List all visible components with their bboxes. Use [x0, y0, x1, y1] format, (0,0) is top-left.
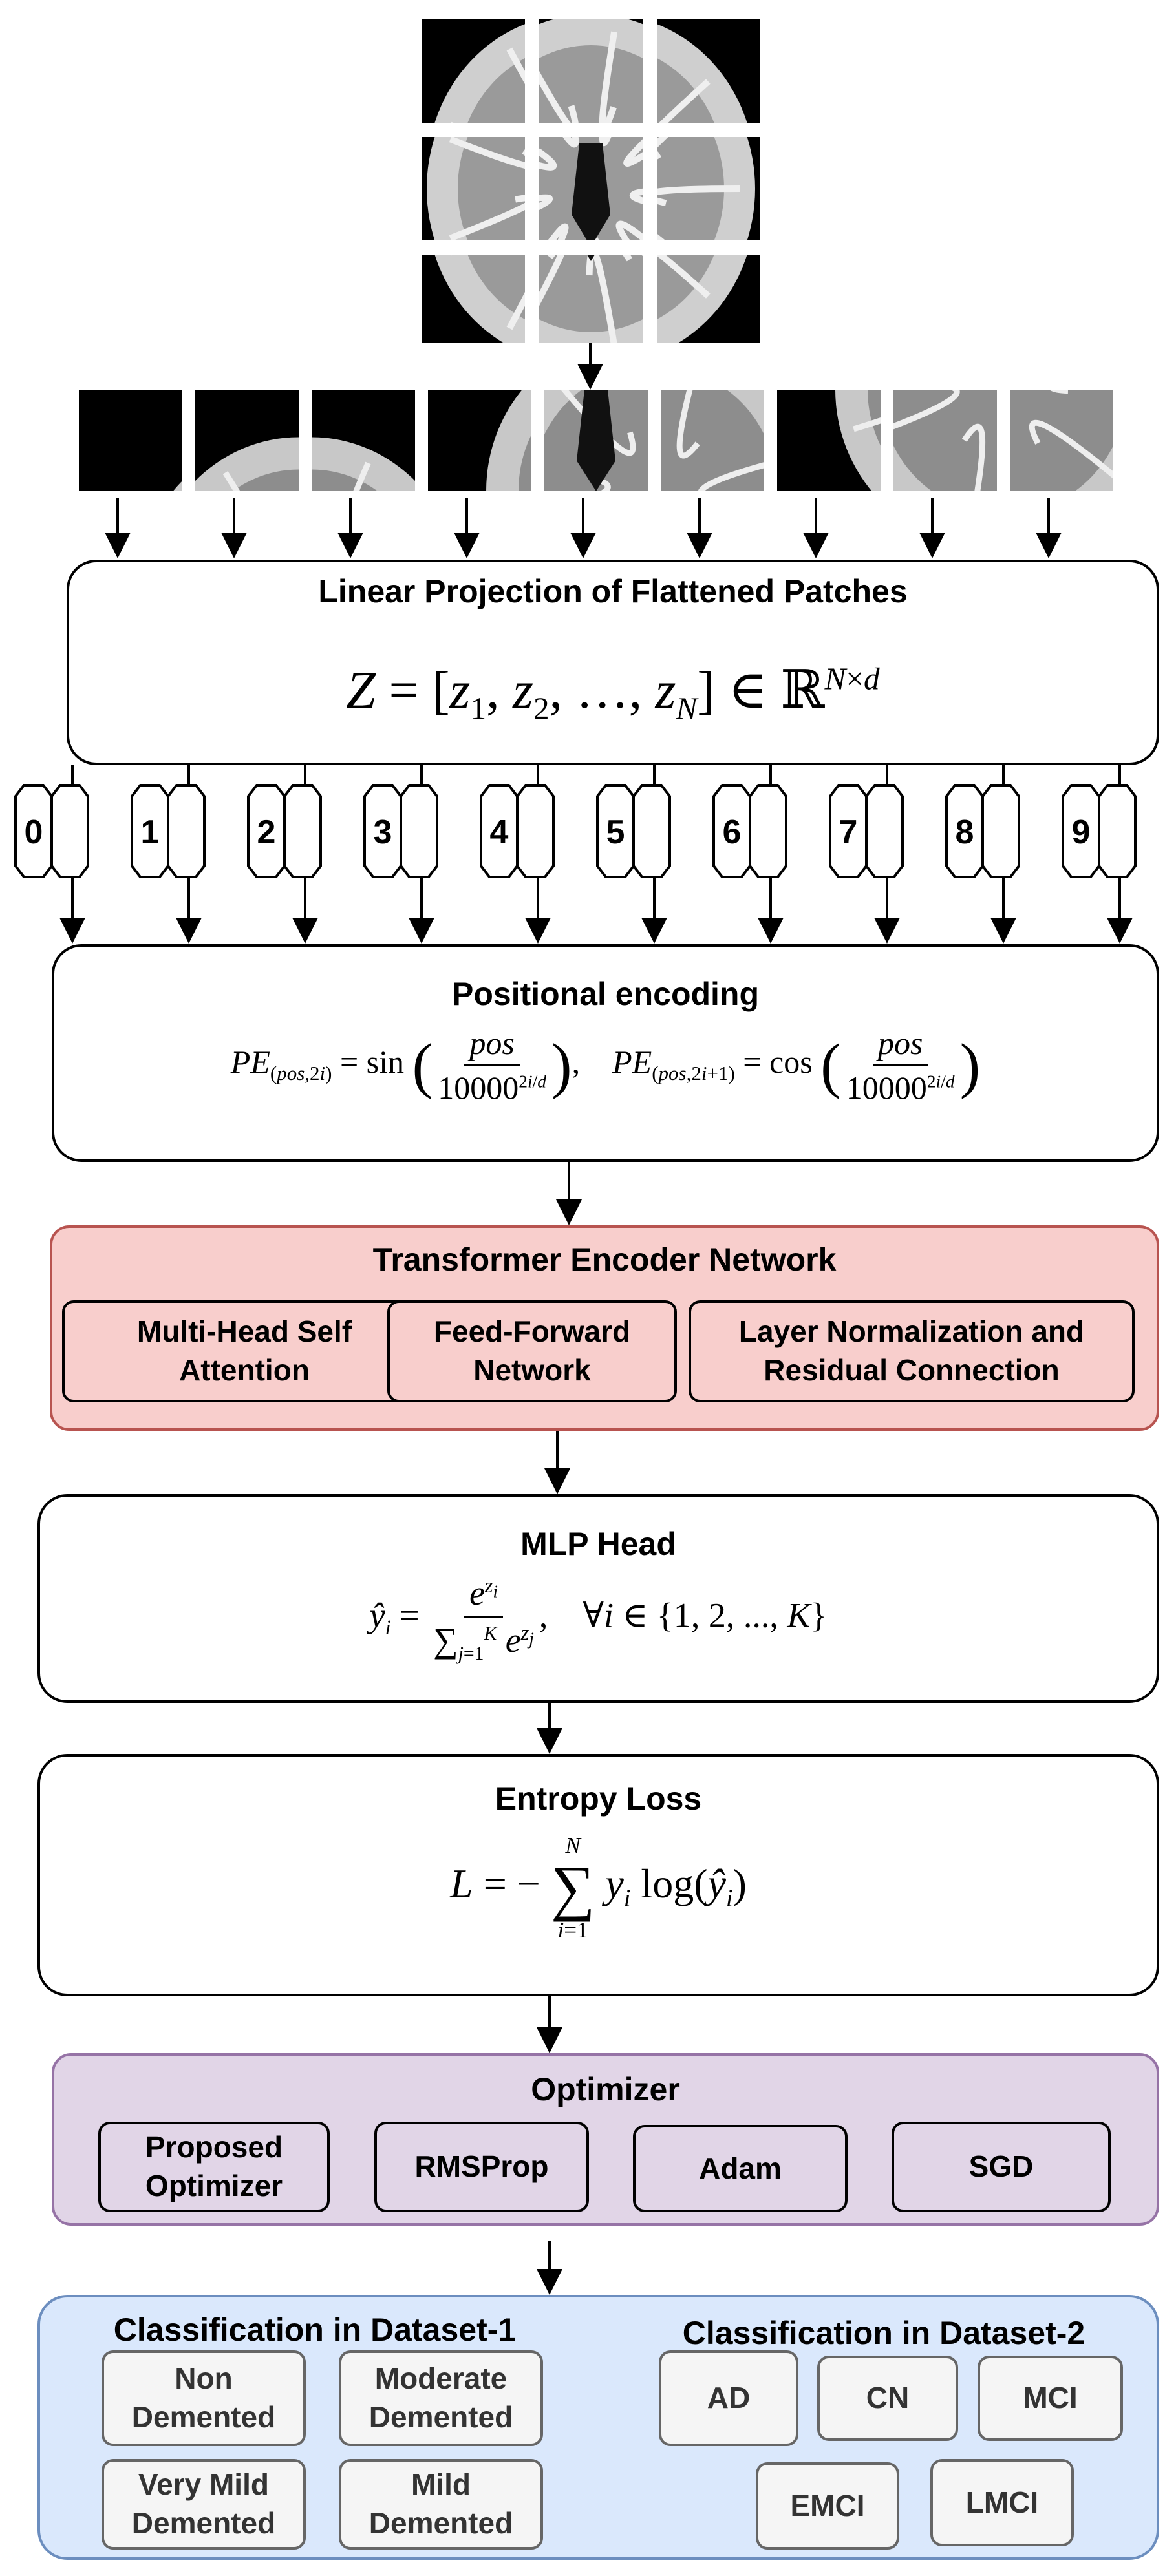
positional-encoding-title: Positional encoding	[451, 976, 760, 1012]
mri-patch-1	[539, 19, 643, 123]
flattened-patch-9	[1010, 390, 1113, 491]
token-marker-0: 0	[12, 783, 102, 880]
mri-patch-8	[657, 255, 760, 358]
dataset2-title: Classification in Dataset-2	[682, 2315, 1085, 2351]
flattened-patch-6	[661, 390, 764, 491]
mlp-head-equation: ŷi = ezi∑j=1K ezj, ∀i ∈ {1, 2, ..., K}	[369, 1574, 828, 1664]
token-label: 0	[24, 814, 43, 851]
token-marker-8: 8	[943, 783, 1033, 880]
class-lmci: LMCI	[930, 2459, 1074, 2546]
classification-box: Classification in Dataset-1 Classificati…	[37, 2295, 1159, 2560]
class-emci: EMCI	[756, 2462, 899, 2550]
sgd-chip: SGD	[892, 2122, 1111, 2212]
flattened-patch-5	[544, 390, 648, 491]
transformer-encoder-title: Transformer Encoder Network	[372, 1241, 837, 1278]
token-marker-1: 1	[128, 783, 219, 880]
mri-patch-6	[422, 255, 525, 358]
token-marker-5: 5	[593, 783, 684, 880]
mri-patch-3	[422, 137, 525, 240]
dataset1-title: Classification in Dataset-1	[113, 2312, 517, 2348]
entropy-loss-box: Entropy Loss L = − N ∑ i=1 yi log(ŷi)	[37, 1754, 1159, 1996]
token-marker-9: 9	[1059, 783, 1149, 880]
mri-patch-2	[657, 19, 760, 123]
mri-patch-0	[422, 19, 525, 123]
mri-patch-4	[539, 137, 643, 240]
mlp-head-box: MLP Head ŷi = ezi∑j=1K ezj, ∀i ∈ {1, 2, …	[37, 1494, 1159, 1703]
class-cn: CN	[817, 2356, 958, 2441]
token-marker-2: 2	[244, 783, 335, 880]
class-ad: AD	[659, 2350, 798, 2446]
token-label: 8	[955, 814, 974, 851]
token-marker-4: 4	[477, 783, 568, 880]
flattened-patch-3	[312, 390, 415, 491]
flattened-patch-4	[428, 390, 531, 491]
linear-projection-title: Linear Projection of Flattened Patches	[318, 573, 908, 609]
brain-mri-grid	[422, 19, 760, 358]
transformer-encoder-box: Transformer Encoder Network Multi-Head S…	[50, 1225, 1159, 1431]
linear-projection-box: Linear Projection of Flattened Patches Z…	[67, 560, 1159, 765]
entropy-loss-title: Entropy Loss	[495, 1780, 702, 1817]
adam-chip: Adam	[633, 2125, 848, 2212]
token-label: 9	[1071, 814, 1091, 851]
flattened-patch-7	[777, 390, 881, 491]
token-label: 2	[257, 814, 276, 851]
flattened-patch-8	[893, 390, 997, 491]
class-mci: MCI	[978, 2356, 1123, 2441]
flattened-patch-1	[79, 390, 182, 491]
flattened-patch-2	[195, 390, 299, 491]
token-label: 6	[722, 814, 742, 851]
token-marker-7: 7	[826, 783, 917, 880]
token-marker-6: 6	[710, 783, 800, 880]
mri-patch-5	[657, 137, 760, 240]
token-label: 3	[373, 814, 392, 851]
positional-encoding-box: Positional encoding PE(pos,2i) = sin (po…	[52, 944, 1159, 1162]
optimizer-title: Optimizer	[531, 2071, 680, 2107]
rmsprop-chip: RMSProp	[374, 2122, 589, 2212]
entropy-loss-equation: L = − N ∑ i=1 yi log(ŷi)	[450, 1833, 747, 1943]
mlp-head-title: MLP Head	[520, 1526, 676, 1562]
linear-projection-equation: Z = [z1, z2, …, zN] ∈ ℝN×d	[346, 660, 880, 726]
token-marker-3: 3	[361, 783, 451, 880]
mri-patch-7	[539, 255, 643, 358]
token-label: 5	[606, 814, 625, 851]
token-label: 4	[489, 814, 509, 851]
token-label: 1	[140, 814, 160, 851]
token-label: 7	[839, 814, 858, 851]
